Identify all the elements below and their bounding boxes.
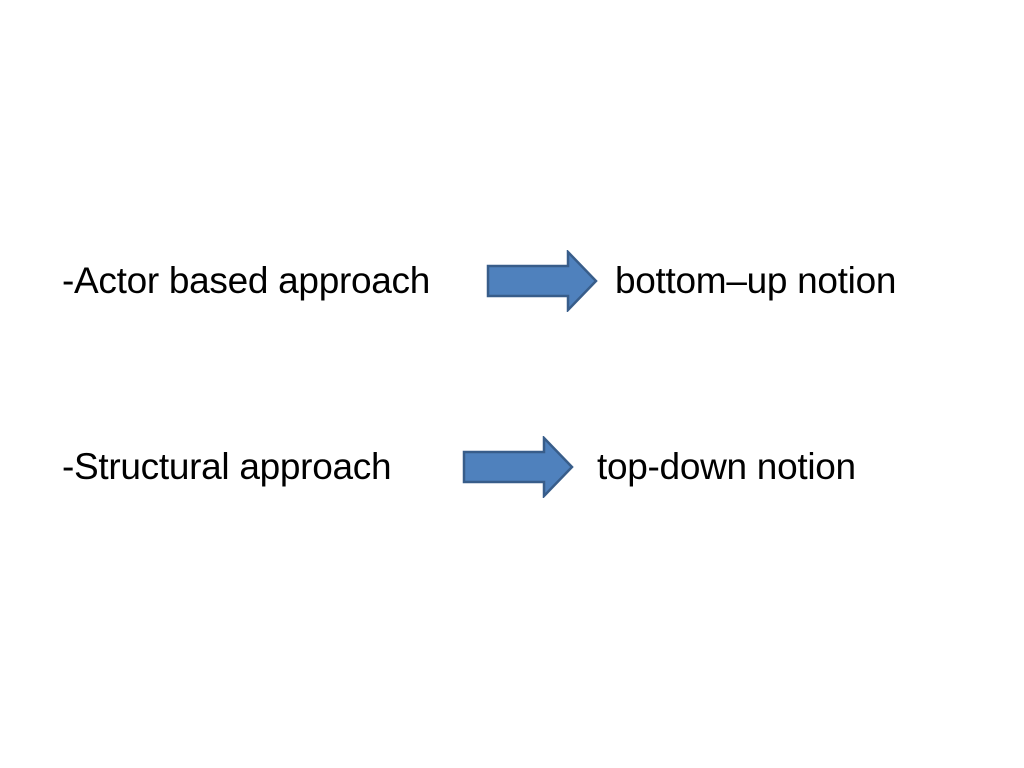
diagram-row-actor: -Actor based approach bottom–up notion	[0, 246, 1024, 316]
bottom-up-notion-label: bottom–up notion	[615, 260, 897, 301]
right-arrow-icon	[486, 250, 598, 312]
right-arrow-icon	[462, 436, 574, 498]
right-arrow-shape	[486, 250, 598, 312]
top-down-notion-label: top-down notion	[597, 446, 856, 487]
diagram-row-structural: -Structural approach top-down notion	[0, 432, 1024, 502]
right-arrow-shape	[462, 436, 574, 498]
structural-approach-label: -Structural approach	[62, 446, 392, 487]
actor-based-approach-label: -Actor based approach	[62, 260, 431, 301]
